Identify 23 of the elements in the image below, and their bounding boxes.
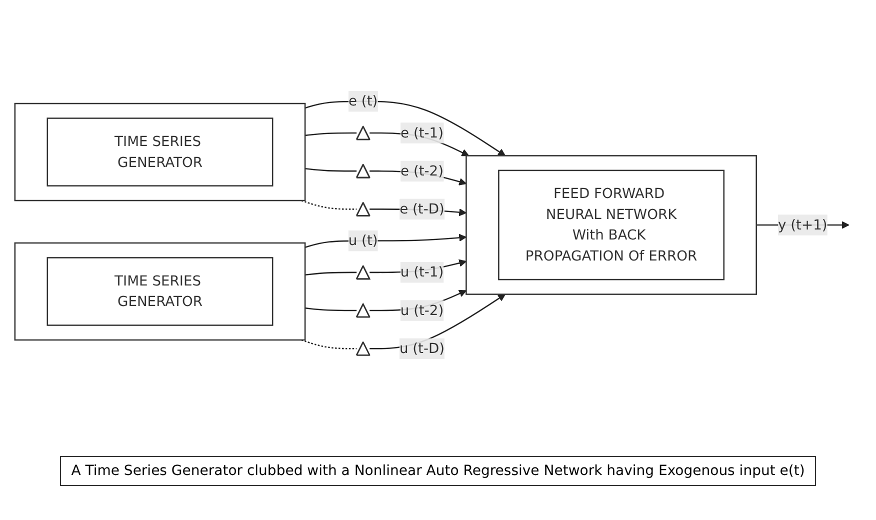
- connector: [301, 339, 357, 350]
- caption: A Time Series Generator clubbed with a Nonlinear Auto Regressive Network having Exogenous input e(t): [60, 456, 816, 486]
- connector: [305, 132, 357, 136]
- edge-label: y (t+1): [778, 216, 828, 233]
- cluster: [14, 242, 306, 341]
- connector: [305, 307, 357, 312]
- edge-label: e (t): [348, 92, 378, 110]
- connector: [305, 168, 357, 172]
- edge-label: e (t-2): [400, 162, 444, 179]
- edge-label: u (t-1): [400, 264, 444, 280]
- cluster: [466, 155, 757, 295]
- connector: [305, 272, 357, 276]
- edge-label: e (t-1): [400, 124, 444, 141]
- node-box: FEED FORWARD NEURAL NETWORK With BACK PROPAGATION Of ERROR: [498, 170, 725, 280]
- edge-label: u (t): [348, 232, 378, 249]
- edge-label: u (t-D): [399, 340, 445, 356]
- connector: [301, 200, 357, 210]
- edge-label: u (t-2): [400, 302, 444, 318]
- cluster: [14, 102, 306, 202]
- edge-label: e (t-D): [400, 200, 444, 217]
- arrow: [370, 294, 506, 350]
- node-box: TIME SERIES GENERATOR: [46, 118, 274, 186]
- node-box: TIME SERIES GENERATOR: [46, 257, 274, 326]
